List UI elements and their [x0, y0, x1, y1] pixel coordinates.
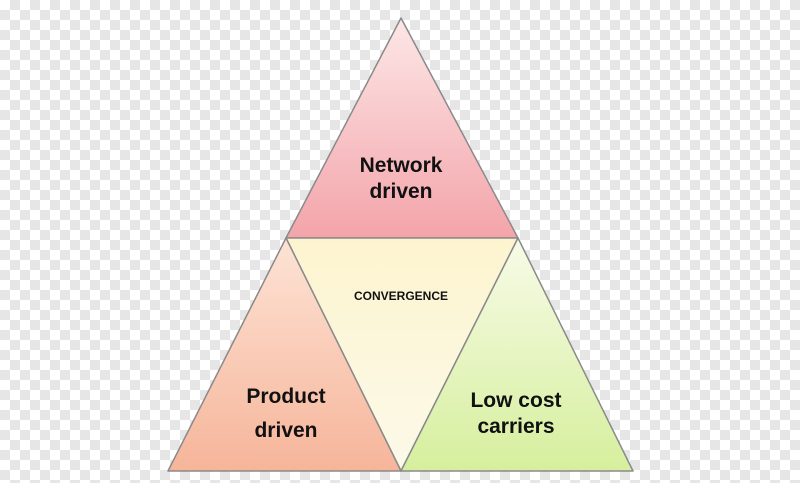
- top-segment-label: Network driven: [359, 154, 443, 204]
- right-triangle: [400, 237, 634, 472]
- left-triangle: [167, 237, 402, 472]
- center-segment-label: CONVERGENCE: [353, 289, 448, 303]
- left-segment-label: Product driven: [246, 385, 326, 442]
- right-segment-label: Low cost carriers: [470, 389, 562, 439]
